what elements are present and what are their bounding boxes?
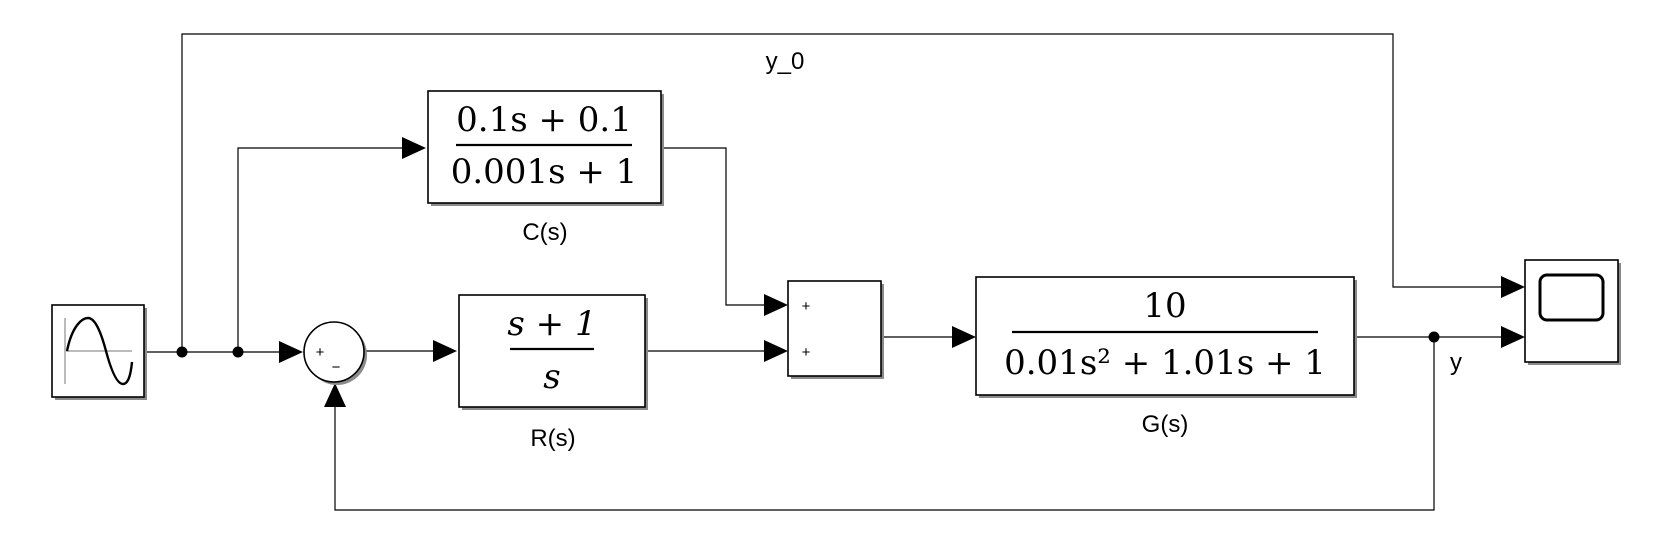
wire-to-c[interactable] bbox=[237, 147, 405, 352]
arrow-into-scope-bottom bbox=[1501, 326, 1525, 348]
sine-wave-icon bbox=[64, 316, 134, 386]
plant-g-block[interactable]: 10 0.01s² + 1.01s + 1 bbox=[975, 276, 1357, 398]
controller-r-label: R(s) bbox=[530, 425, 575, 452]
arrow-into-error-sum bbox=[279, 341, 303, 363]
arrow-into-scope-top bbox=[1501, 276, 1525, 298]
error-sum-minus-sign: − bbox=[332, 359, 341, 376]
plant-g-denominator: 0.01s² + 1.01s + 1 bbox=[1004, 343, 1326, 383]
arrow-into-c bbox=[402, 137, 426, 159]
branch-point-output bbox=[1428, 331, 1440, 343]
wire-c-to-sum[interactable] bbox=[662, 147, 768, 306]
arrow-into-r bbox=[433, 340, 457, 362]
signal-label-y: y bbox=[1450, 349, 1462, 376]
scope-block[interactable] bbox=[1524, 259, 1621, 365]
output-sum-plus-bottom: + bbox=[802, 344, 811, 361]
controller-r-denominator: s bbox=[543, 357, 560, 397]
controller-c-denominator: 0.001s + 1 bbox=[451, 152, 638, 192]
plant-g-label: G(s) bbox=[1142, 411, 1189, 438]
arrow-feedback-up bbox=[324, 383, 346, 407]
error-sum-plus-sign: + bbox=[316, 344, 325, 361]
sine-wave-source[interactable] bbox=[51, 304, 147, 400]
branch-points bbox=[176, 331, 1440, 358]
scope-icon bbox=[1538, 273, 1605, 322]
wire-feedback[interactable] bbox=[334, 337, 1435, 511]
controller-c-label: C(s) bbox=[522, 219, 567, 246]
output-sum-block[interactable]: + + bbox=[787, 280, 884, 379]
wire-y0[interactable] bbox=[181, 33, 1505, 352]
branch-point-y0 bbox=[176, 346, 188, 358]
wires bbox=[145, 33, 1505, 511]
arrow-into-g bbox=[952, 326, 976, 348]
controller-r-block[interactable]: s + 1 s bbox=[458, 294, 648, 410]
controller-c-block[interactable]: 0.1s + 0.1 0.001s + 1 bbox=[427, 90, 664, 206]
error-sum-block[interactable]: + − bbox=[303, 321, 367, 385]
controller-r-numerator: s + 1 bbox=[507, 304, 596, 344]
arrowheads bbox=[279, 137, 1525, 407]
branch-point-feedforward bbox=[232, 346, 244, 358]
output-sum-plus-top: + bbox=[802, 298, 811, 315]
controller-c-numerator: 0.1s + 0.1 bbox=[456, 100, 632, 140]
plant-g-numerator: 10 bbox=[1143, 286, 1186, 326]
signal-label-y0: y_0 bbox=[766, 48, 805, 75]
arrow-into-sum-top bbox=[764, 294, 788, 316]
arrow-into-sum-bottom bbox=[764, 340, 788, 362]
